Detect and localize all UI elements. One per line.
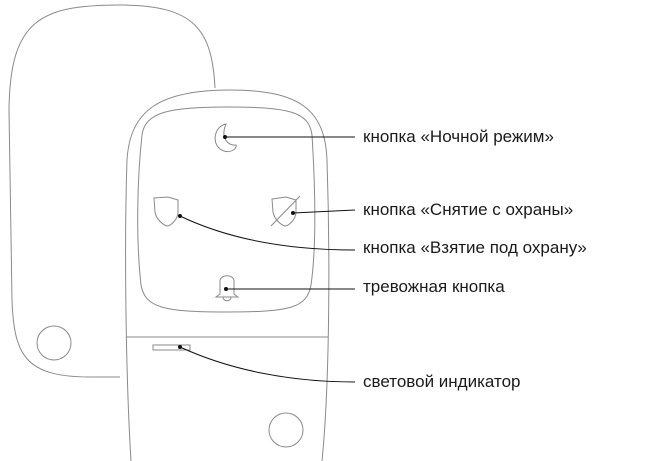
- label-disarm-button: кнопка «Снятие с охраны»: [363, 200, 574, 219]
- label-arm-button: кнопка «Взятие под охрану»: [363, 238, 587, 257]
- shield-off-icon: [270, 195, 301, 227]
- label-night-mode-button: кнопка «Ночной режим»: [363, 127, 554, 146]
- front-device-outline: [125, 89, 330, 461]
- leader-disarm: [292, 209, 356, 214]
- front-device-button: [268, 412, 304, 448]
- back-device-button: [36, 325, 72, 361]
- shield-icon: [153, 196, 179, 227]
- leader-arm: [179, 215, 356, 251]
- leader-led: [179, 346, 356, 383]
- label-panic-button: тревожная кнопка: [363, 277, 505, 296]
- led-indicator: [152, 344, 191, 351]
- button-panel: [137, 106, 316, 313]
- bell-icon: [214, 275, 240, 302]
- moon-icon: [214, 123, 237, 152]
- back-device-outline: [8, 4, 216, 378]
- label-led-indicator: световой индикатор: [363, 372, 521, 391]
